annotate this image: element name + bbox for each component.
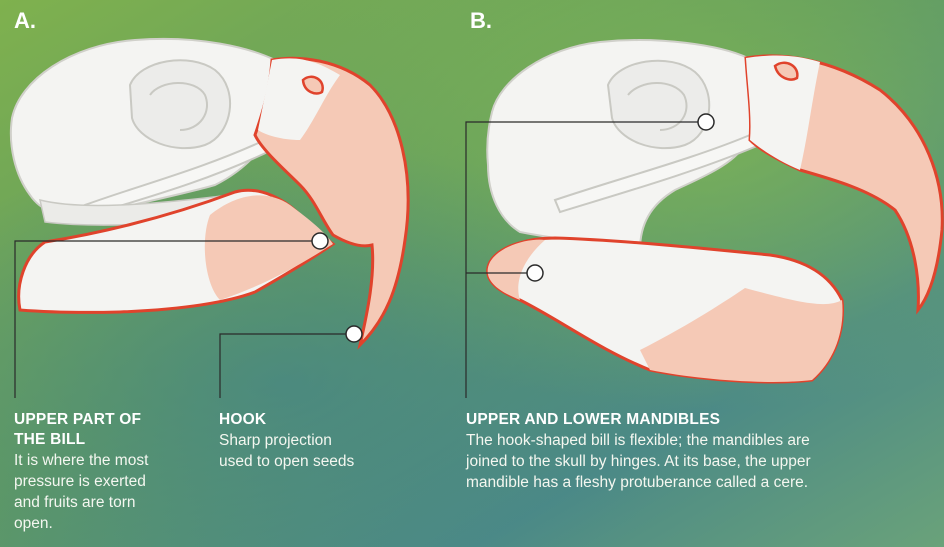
panel-label-b: B.	[470, 8, 492, 34]
marker-lower-mandible	[527, 265, 543, 281]
callout-mandibles-desc-2: joined to the skull by hinges. At its ba…	[466, 451, 936, 472]
callout-hook-desc-2: used to open seeds	[219, 451, 409, 472]
panel-label-a: A.	[14, 8, 36, 34]
callout-upper-part-desc-3: and fruits are torn	[14, 492, 204, 513]
callout-upper-part-desc-2: pressure is exerted	[14, 471, 204, 492]
callout-hook: HOOK Sharp projection used to open seeds	[219, 410, 409, 472]
callout-mandibles: UPPER AND LOWER MANDIBLES The hook-shape…	[466, 410, 936, 493]
callout-hook-title: HOOK	[219, 410, 409, 430]
marker-upper-part	[312, 233, 328, 249]
callout-mandibles-desc-1: The hook-shaped bill is flexible; the ma…	[466, 430, 936, 451]
marker-upper-mandible	[698, 114, 714, 130]
marker-hook	[346, 326, 362, 342]
callout-upper-part-desc-4: open.	[14, 513, 204, 534]
callout-upper-part-title-2: THE BILL	[14, 430, 204, 450]
callout-upper-part-title-1: UPPER PART OF	[14, 410, 204, 430]
callout-mandibles-title: UPPER AND LOWER MANDIBLES	[466, 410, 936, 430]
callout-upper-part: UPPER PART OF THE BILL It is where the m…	[14, 410, 204, 534]
callout-upper-part-desc-1: It is where the most	[14, 450, 204, 471]
callout-mandibles-desc-3: mandible has a fleshy protuberance calle…	[466, 472, 936, 493]
callout-hook-desc-1: Sharp projection	[219, 430, 409, 451]
